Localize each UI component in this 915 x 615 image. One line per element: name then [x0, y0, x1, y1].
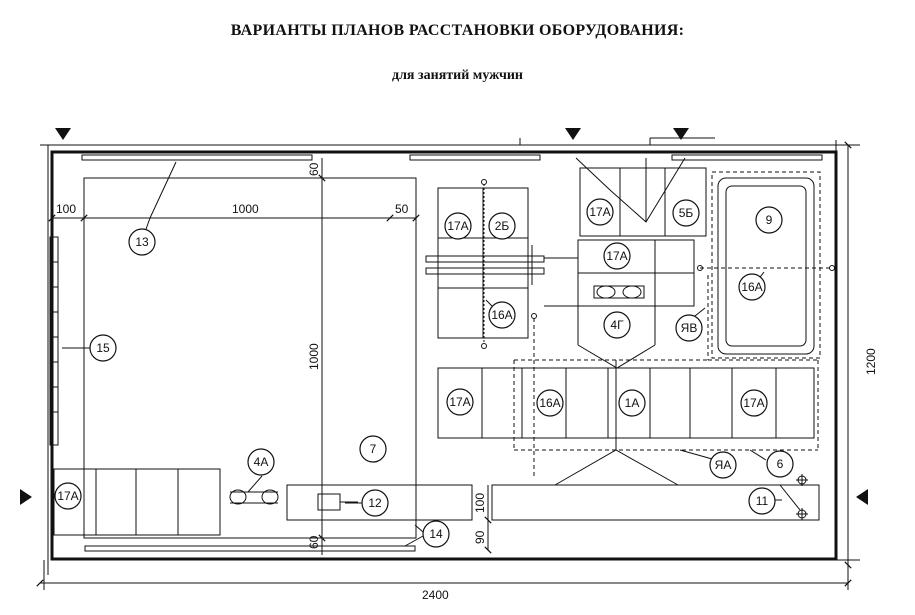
- leader-lines: [62, 271, 782, 547]
- section-marker-top-right: [673, 128, 689, 140]
- gymnastic-rings-icon: [796, 474, 808, 520]
- label-5B: 5Б: [679, 206, 694, 220]
- dim-2400: 2400: [422, 588, 449, 602]
- section-marker-right: [856, 489, 868, 505]
- label-7: 7: [370, 442, 377, 456]
- callout-2B: [488, 212, 516, 240]
- callout-17A-b: [586, 198, 614, 226]
- callout-14: [422, 520, 450, 548]
- label-17A-c: 17А: [606, 249, 627, 263]
- label-11: 11: [756, 494, 769, 508]
- label-YaV: ЯВ: [681, 321, 698, 335]
- label-2B: 2Б: [495, 219, 510, 233]
- label-17A-left: 17А: [57, 489, 78, 503]
- callout-12: [361, 489, 389, 517]
- section-marker-left: [20, 489, 32, 505]
- callout-17A-left: [54, 482, 82, 510]
- callout-17A-c: [603, 242, 631, 270]
- callout-17A-e: [740, 389, 768, 417]
- label-4G: 4Г: [610, 318, 624, 332]
- dim-100-right: 100: [473, 493, 487, 513]
- dim-1000-top: 1000: [232, 202, 259, 216]
- callout-4G: [603, 311, 631, 339]
- section-marker-top-left: [55, 128, 71, 140]
- wall-bars-left: [49, 236, 59, 446]
- dim-1200: 1200: [864, 348, 878, 375]
- callout-17A-d: [446, 388, 474, 416]
- label-17A-b: 17А: [589, 205, 610, 219]
- callout-11: [748, 487, 776, 515]
- label-15: 15: [96, 341, 110, 355]
- dim-90-right: 90: [473, 530, 487, 544]
- callout-17A-a: [444, 212, 472, 240]
- callout-4A: [247, 448, 275, 476]
- label-16A-a: 16А: [491, 308, 512, 322]
- section-marker-top-mid: [565, 128, 581, 140]
- label-6: 6: [777, 457, 784, 471]
- hall-wall: [50, 150, 838, 561]
- label-9: 9: [766, 213, 773, 227]
- label-16A-c: 16А: [539, 396, 560, 410]
- callout-7: [359, 435, 387, 463]
- callout-16A-b: [738, 273, 766, 301]
- callout-YaA: [709, 451, 737, 479]
- wall-bars-top: [81, 154, 823, 552]
- label-16A-b: 16А: [741, 280, 762, 294]
- label-14: 14: [429, 527, 443, 541]
- vaulting-station: [544, 157, 707, 369]
- mats-row: [437, 360, 815, 486]
- parallel-bars-station: [425, 179, 545, 349]
- callout-16A-a: [488, 301, 516, 329]
- label-17A-d: 17А: [449, 395, 470, 409]
- outer-frame: [40, 137, 850, 575]
- label-YaA: ЯА: [715, 458, 732, 472]
- callout-15: [89, 334, 117, 362]
- bench-rows: [286, 484, 820, 539]
- dim-100-top: 100: [56, 202, 76, 216]
- dim-50-top: 50: [395, 202, 409, 216]
- callouts: [54, 198, 794, 548]
- callout-16A-c: [536, 389, 564, 417]
- dim-60-bottom: 60: [307, 535, 321, 549]
- label-17A-e: 17А: [743, 396, 764, 410]
- callout-YaV: [675, 314, 703, 342]
- label-12: 12: [368, 496, 382, 510]
- label-4A: 4А: [254, 455, 269, 469]
- dimension-lines: [36, 141, 860, 590]
- callout-9: [755, 206, 783, 234]
- label-17A-a: 17А: [447, 219, 468, 233]
- callout-13: [128, 228, 156, 256]
- callout-5B: [672, 199, 700, 227]
- callout-1A: [618, 389, 646, 417]
- plan-subtitle: для занятий мужчин: [392, 68, 523, 83]
- label-1A: 1А: [625, 396, 640, 410]
- label-13: 13: [135, 235, 149, 249]
- trampoline-station: [697, 171, 835, 359]
- anchor-point: [531, 313, 537, 319]
- plan-title: ВАРИАНТЫ ПЛАНОВ РАССТАНОВКИ ОБОРУДОВАНИЯ…: [230, 22, 685, 39]
- mats-bottom-left: [53, 468, 279, 536]
- dim-60-top: 60: [307, 162, 321, 176]
- dashed-zone-center: [513, 275, 819, 476]
- dim-1000-vertical: 1000: [307, 343, 321, 370]
- callout-6: [766, 450, 794, 478]
